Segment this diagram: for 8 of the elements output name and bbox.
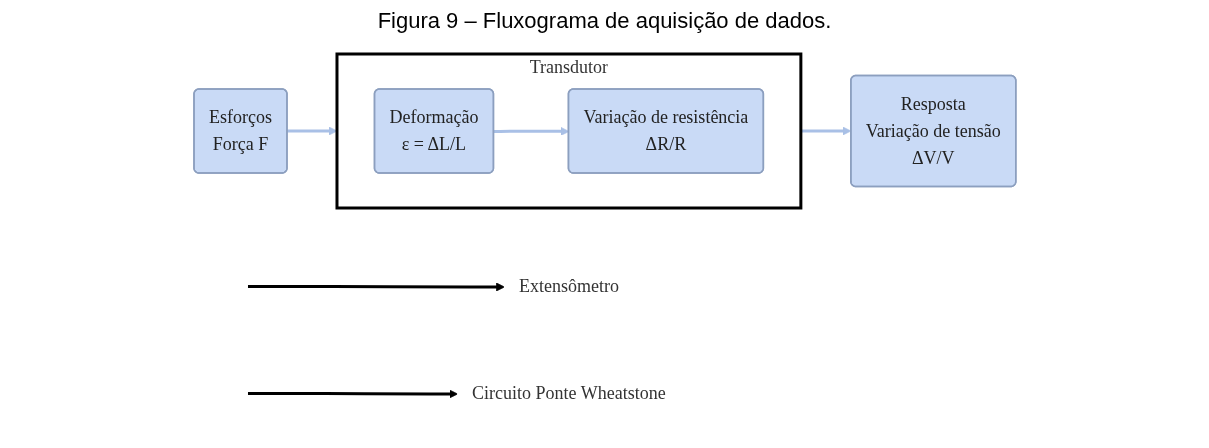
arrow <box>247 389 458 399</box>
node-text: Circuito Ponte Wheatstone <box>471 383 666 403</box>
figure-title: Figura 9 – Fluxograma de aquisição de dados. <box>376 8 833 34</box>
arrow <box>286 126 337 136</box>
arrow <box>493 127 569 136</box>
node-text: Extensômetro <box>518 276 619 296</box>
arrow <box>247 282 505 292</box>
arrow <box>800 126 851 136</box>
